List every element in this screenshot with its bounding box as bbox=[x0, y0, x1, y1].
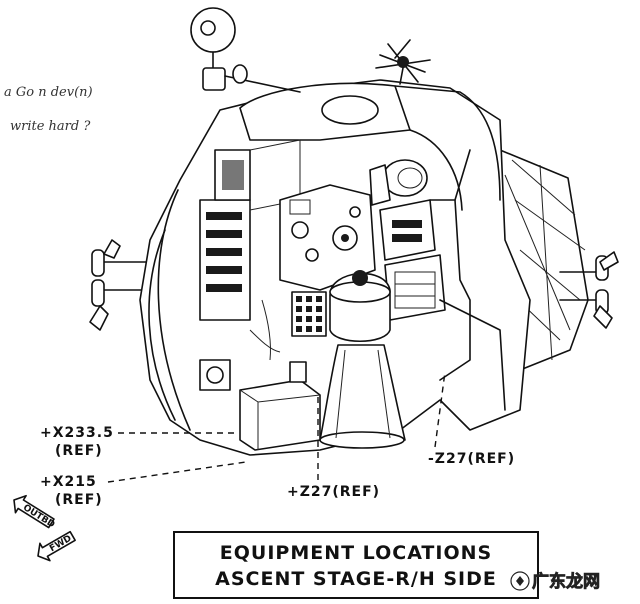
title-box: EQUIPMENT LOCATIONS ASCENT STAGE-R/H SID… bbox=[173, 531, 539, 599]
forward-equipment-rack bbox=[199, 139, 301, 321]
handwritten-notes: a Go n dev(n) write hard ? bbox=[4, 85, 93, 134]
ascent-engine bbox=[319, 270, 406, 449]
handwritten-note-2: write hard ? bbox=[10, 119, 91, 134]
ascent-stage-illustration bbox=[89, 7, 619, 456]
fwd-arrow: FWD bbox=[37, 530, 76, 562]
reference-callouts: +X233.5 (REF) +X215 (REF) +Z27(REF) -Z27… bbox=[40, 371, 515, 508]
oxygen-tank bbox=[369, 159, 428, 206]
callout-z-plus-27: +Z27(REF) bbox=[287, 484, 380, 500]
callout-x215-leader bbox=[107, 461, 247, 483]
control-panel bbox=[279, 184, 376, 291]
outbd-arrow: OUTBD bbox=[13, 494, 56, 530]
s-band-antenna bbox=[190, 7, 301, 93]
handwritten-note-1: a Go n dev(n) bbox=[4, 85, 93, 100]
callout-x233-line2: (REF) bbox=[55, 443, 103, 459]
right-rcs-thruster-quad bbox=[559, 251, 619, 329]
structural-frame bbox=[249, 149, 506, 411]
left-rcs-thruster-quad bbox=[89, 239, 151, 331]
title-line-1: EQUIPMENT LOCATIONS bbox=[220, 542, 492, 564]
title-line-2: ASCENT STAGE-R/H SIDE bbox=[215, 568, 497, 590]
callout-x215-line1: +X215 bbox=[40, 474, 97, 490]
keypad-grid bbox=[291, 291, 327, 337]
callout-z-minus-27-leader bbox=[434, 371, 446, 448]
callout-x215-line2: (REF) bbox=[55, 492, 103, 508]
rendezvous-antenna bbox=[375, 39, 431, 85]
aft-electronics-panel bbox=[379, 199, 446, 321]
watermark-text: 广东龙网 bbox=[532, 571, 600, 592]
lower-storage-compartment bbox=[199, 359, 321, 451]
watermark: 广东龙网 bbox=[510, 571, 600, 592]
callout-z-minus-27: -Z27(REF) bbox=[428, 451, 515, 467]
callout-x233-line1: +X233.5 bbox=[40, 425, 114, 441]
